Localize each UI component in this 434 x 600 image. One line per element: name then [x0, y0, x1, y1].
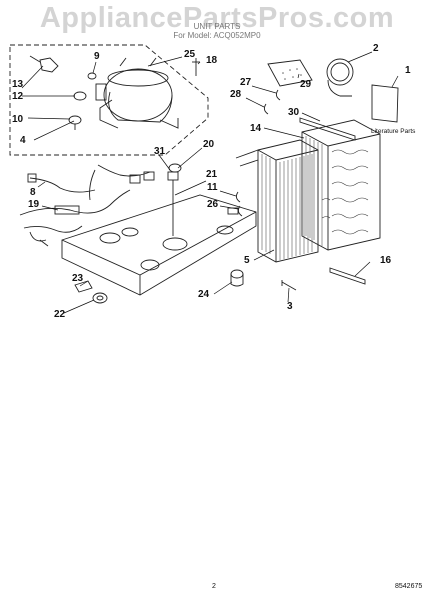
callout-19: 19 [28, 199, 40, 210]
callout-12: 12 [12, 91, 24, 102]
callout-8: 8 [30, 187, 36, 198]
literature-parts-label: Literature Parts [371, 128, 416, 135]
callout-23: 23 [72, 273, 84, 284]
callout-14: 14 [250, 123, 262, 134]
watermark: AppliancePartsPros.com [39, 2, 395, 34]
callout-9: 9 [94, 51, 100, 62]
callout-2: 2 [373, 43, 379, 54]
callout-30: 30 [288, 107, 300, 118]
callout-21: 21 [206, 169, 218, 180]
callout-31: 31 [154, 146, 166, 157]
callout-16: 16 [380, 255, 392, 266]
callout-25: 25 [184, 49, 196, 60]
diagram-title: UNIT PARTS [193, 22, 241, 31]
callout-10: 10 [12, 114, 24, 125]
callout-22: 22 [54, 309, 66, 320]
callout-18: 18 [206, 55, 218, 66]
callout-13: 13 [12, 79, 24, 90]
part-code: 8542675 [395, 583, 423, 590]
callout-29: 29 [300, 79, 312, 90]
callout-5: 5 [244, 255, 250, 266]
model-subtitle: For Model: ACQ052MP0 [173, 31, 261, 40]
callout-28: 28 [230, 89, 242, 100]
callout-1: 1 [405, 65, 411, 76]
callout-3: 3 [287, 301, 293, 312]
callout-24: 24 [198, 289, 210, 300]
callout-11: 11 [207, 182, 218, 193]
callout-27: 27 [240, 77, 252, 88]
callout-4: 4 [20, 135, 26, 146]
page-number: 2 [212, 583, 216, 590]
callout-20: 20 [203, 139, 215, 150]
callout-26: 26 [207, 199, 219, 210]
